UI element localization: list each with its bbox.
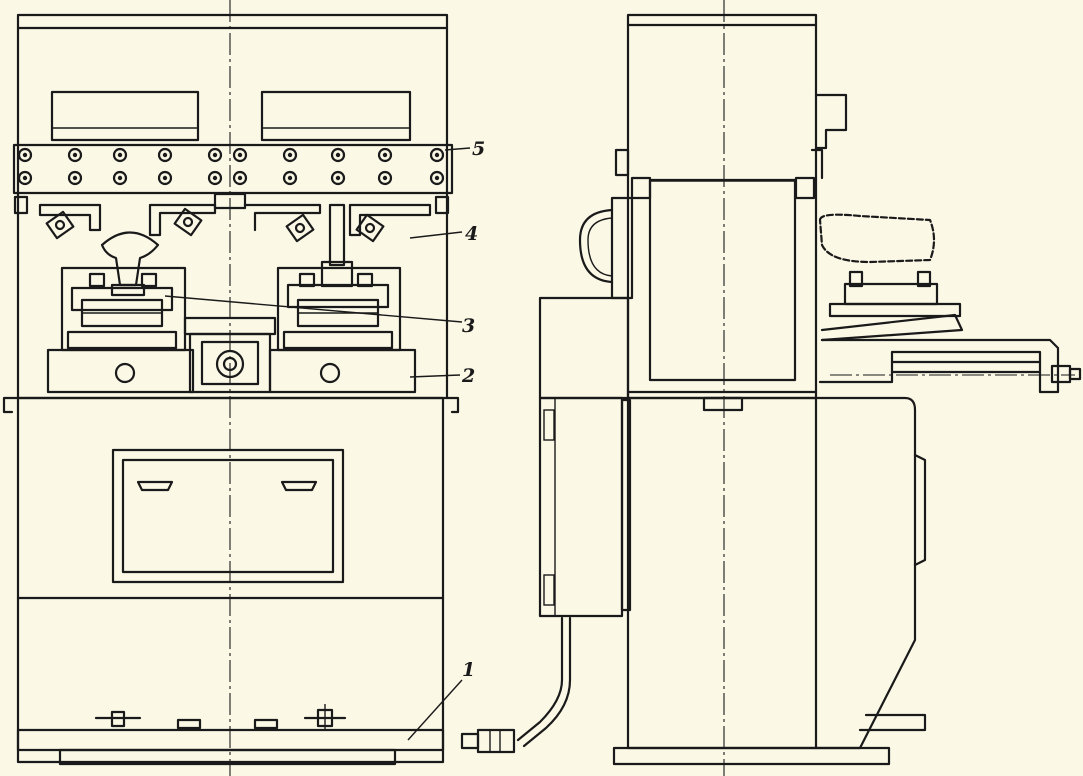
bolt-head bbox=[429, 170, 445, 186]
nozzle-left-1 bbox=[45, 210, 75, 240]
callout-1: 1 bbox=[462, 659, 475, 681]
bolt-center bbox=[72, 152, 78, 158]
bolt-center bbox=[212, 152, 218, 158]
callout-labels: 5 4 3 2 1 bbox=[461, 138, 485, 681]
bolt-head bbox=[17, 170, 33, 186]
bolt-center bbox=[237, 152, 243, 158]
bolt-center bbox=[237, 175, 243, 181]
nozzle-right-2 bbox=[355, 213, 385, 243]
bolt-head bbox=[112, 170, 128, 186]
bolt-head bbox=[232, 170, 248, 186]
bolt-center bbox=[287, 152, 293, 158]
bolt-center bbox=[335, 175, 341, 181]
bolt-head bbox=[232, 147, 248, 163]
nozzle-left-2 bbox=[173, 207, 203, 237]
bolt-head bbox=[330, 147, 346, 163]
bolt-center bbox=[287, 175, 293, 181]
bolt-head bbox=[330, 170, 346, 186]
side-view bbox=[460, 0, 1082, 776]
bolt-head bbox=[112, 147, 128, 163]
bolt-center bbox=[434, 152, 440, 158]
bolt-center bbox=[117, 152, 123, 158]
bolt-center bbox=[382, 152, 388, 158]
bolt-head bbox=[17, 147, 33, 163]
bolt-center bbox=[335, 152, 341, 158]
bolt-head bbox=[157, 147, 173, 163]
bolt-head bbox=[282, 147, 298, 163]
bolt-head bbox=[377, 147, 393, 163]
bolt-head bbox=[282, 170, 298, 186]
bolt-head bbox=[207, 147, 223, 163]
nozzle-right-1 bbox=[285, 213, 315, 243]
bolt-center bbox=[162, 152, 168, 158]
callout-2: 2 bbox=[461, 365, 475, 387]
bolt-head bbox=[157, 170, 173, 186]
bolt-center bbox=[212, 175, 218, 181]
bolt-center bbox=[72, 175, 78, 181]
front-view bbox=[2, 0, 471, 776]
callout-3: 3 bbox=[462, 315, 475, 337]
bolt-head bbox=[377, 170, 393, 186]
bolt-head bbox=[67, 170, 83, 186]
bolt-head bbox=[429, 147, 445, 163]
bolt-center bbox=[22, 175, 28, 181]
bolt-center bbox=[162, 175, 168, 181]
callout-4: 4 bbox=[465, 223, 478, 245]
bolt-head bbox=[67, 147, 83, 163]
bolt-center bbox=[382, 175, 388, 181]
bolt-center bbox=[22, 152, 28, 158]
bolt-center bbox=[117, 175, 123, 181]
bolt-center bbox=[434, 175, 440, 181]
callout-5: 5 bbox=[472, 138, 485, 160]
bolt-head bbox=[207, 170, 223, 186]
bolt-row bbox=[17, 147, 445, 186]
